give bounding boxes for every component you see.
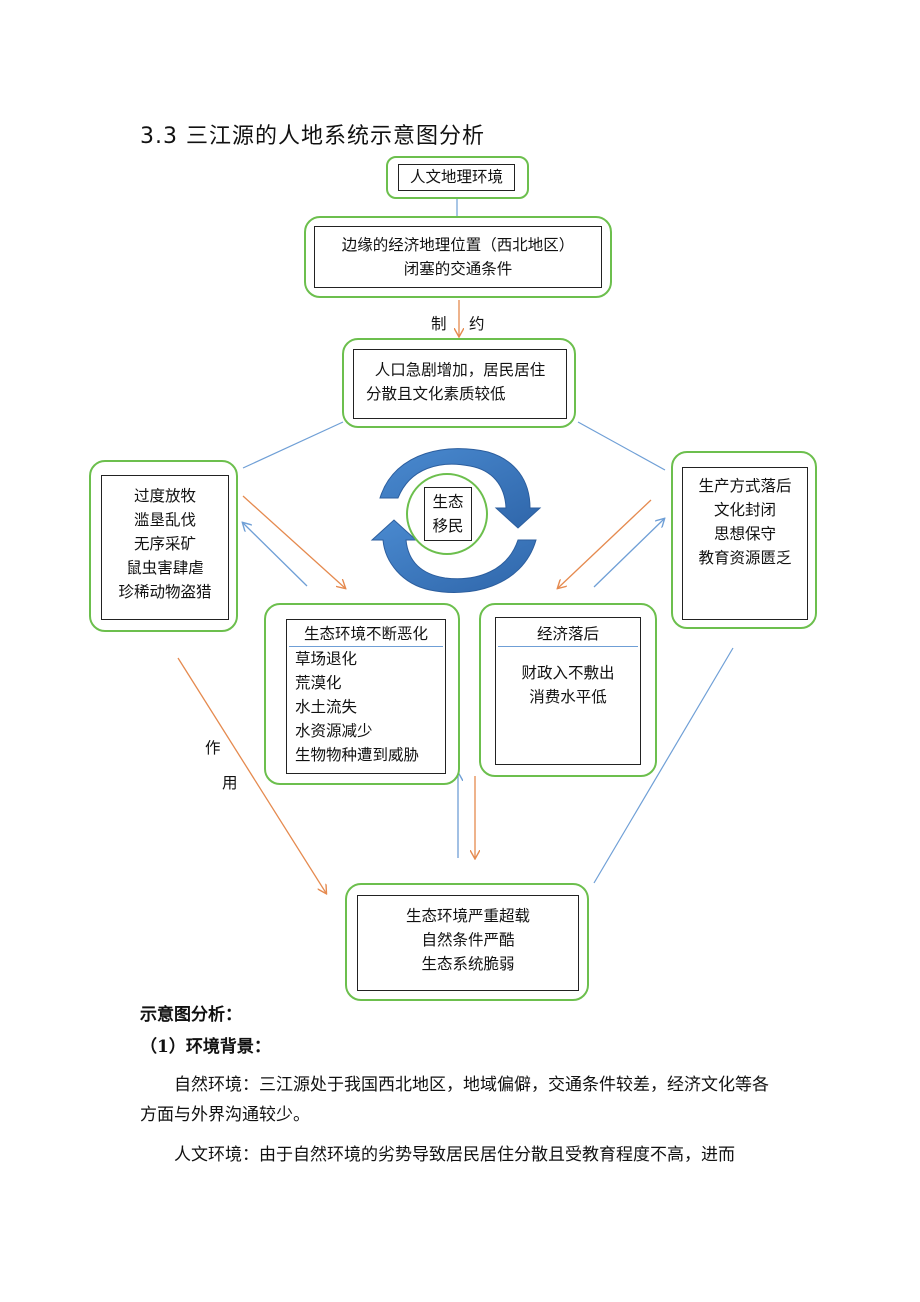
eco-item: 生物物种遭到威胁 (295, 746, 420, 764)
location-line-2: 闭塞的交通条件 (403, 260, 513, 278)
human-geography-label: 人文地理环境 (398, 164, 515, 191)
arrow-effect (177, 657, 326, 893)
eco-deterioration-box: 生态环境不断恶化 草场退化 荒漠化 水土流失 水资源减少 生物物种遭到威胁 (286, 619, 446, 774)
culture-item: 思想保守 (713, 525, 776, 543)
economy-item: 消费水平低 (529, 688, 607, 706)
analysis-paragraph-natural: 自然环境：三江源处于我国西北地区，地域偏僻，交通条件较差，经济文化等各方面与外界… (140, 1075, 769, 1125)
economy-heading: 经济落后 (498, 622, 638, 647)
effect-label-1: 作 (205, 739, 221, 757)
culture-item: 文化封闭 (713, 501, 776, 519)
location-frame: 边缘的经济地理位置（西北地区） 闭塞的交通条件 (304, 216, 612, 298)
eco-deterioration-frame: 生态环境不断恶化 草场退化 荒漠化 水土流失 水资源减少 生物物种遭到威胁 (264, 603, 460, 785)
analysis-paragraph-human: 人文环境：由于自然环境的劣势导致居民居住分散且受教育程度不高，进而 (174, 1145, 735, 1165)
activity-item: 滥垦乱伐 (133, 511, 196, 529)
section-title: 3.3 三江源的人地系统示意图分析 (140, 124, 485, 149)
arrow-eco-to-left (243, 523, 308, 587)
eco-item: 荒漠化 (295, 674, 342, 692)
analysis-subheading: （1）环境背景： (140, 1037, 271, 1057)
ecological-migration-box: 生态 移民 (424, 487, 472, 541)
culture-item: 生产方式落后 (698, 477, 792, 495)
constraint-label-2: 约 (469, 315, 485, 333)
activity-item: 无序采矿 (133, 535, 196, 553)
eco-item: 水土流失 (295, 698, 358, 716)
overload-line: 自然条件严酷 (421, 931, 515, 949)
connector-pop-left (242, 421, 344, 469)
culture-frame: 生产方式落后 文化封闭 思想保守 教育资源匮乏 (671, 451, 817, 629)
eco-item: 草场退化 (295, 650, 358, 668)
human-activity-box: 过度放牧 滥垦乱伐 无序采矿 鼠虫害肆虐 珍稀动物盗猎 (101, 475, 229, 620)
analysis-heading: 示意图分析： (140, 1005, 242, 1025)
economy-box: 经济落后 财政入不敷出 消费水平低 (495, 617, 641, 765)
eco-overload-box: 生态环境严重超载 自然条件严酷 生态系统脆弱 (357, 895, 579, 991)
activity-item: 珍稀动物盗猎 (118, 583, 212, 601)
connector-bottom-right (593, 647, 734, 884)
population-frame: 人口急剧增加，居民居住 分散且文化素质较低 (342, 338, 576, 428)
human-activity-frame: 过度放牧 滥垦乱伐 无序采矿 鼠虫害肆虐 珍稀动物盗猎 (89, 460, 238, 632)
economy-item: 财政入不敷出 (521, 664, 615, 682)
connector-pop-right (577, 421, 666, 471)
migration-line-2: 移民 (432, 517, 464, 535)
population-line-2: 分散且文化素质较低 (366, 385, 506, 403)
culture-item: 教育资源匮乏 (698, 549, 792, 567)
overload-line: 生态系统脆弱 (421, 955, 515, 973)
arrow-left-to-eco (242, 495, 345, 588)
arrow-right-to-econ (558, 499, 652, 588)
activity-item: 过度放牧 (133, 487, 196, 505)
eco-heading: 生态环境不断恶化 (289, 622, 443, 647)
population-box: 人口急剧增加，居民居住 分散且文化素质较低 (353, 349, 567, 419)
culture-box: 生产方式落后 文化封闭 思想保守 教育资源匮乏 (682, 467, 808, 620)
location-box: 边缘的经济地理位置（西北地区） 闭塞的交通条件 (314, 226, 602, 288)
economy-frame: 经济落后 财政入不敷出 消费水平低 (479, 603, 657, 777)
activity-item: 鼠虫害肆虐 (126, 559, 204, 577)
migration-line-1: 生态 (432, 493, 464, 511)
arrow-econ-to-right (593, 519, 664, 588)
ecological-migration-circle: 生态 移民 (406, 473, 488, 555)
effect-label-2: 用 (222, 774, 238, 792)
population-line-1: 人口急剧增加，居民居住 (374, 361, 546, 379)
eco-overload-frame: 生态环境严重超载 自然条件严酷 生态系统脆弱 (345, 883, 589, 1001)
location-line-1: 边缘的经济地理位置（西北地区） (341, 236, 575, 254)
eco-item: 水资源减少 (295, 722, 373, 740)
constraint-label-1: 制 (431, 315, 447, 333)
human-geography-frame: 人文地理环境 (386, 156, 529, 199)
overload-line: 生态环境严重超载 (405, 907, 530, 925)
